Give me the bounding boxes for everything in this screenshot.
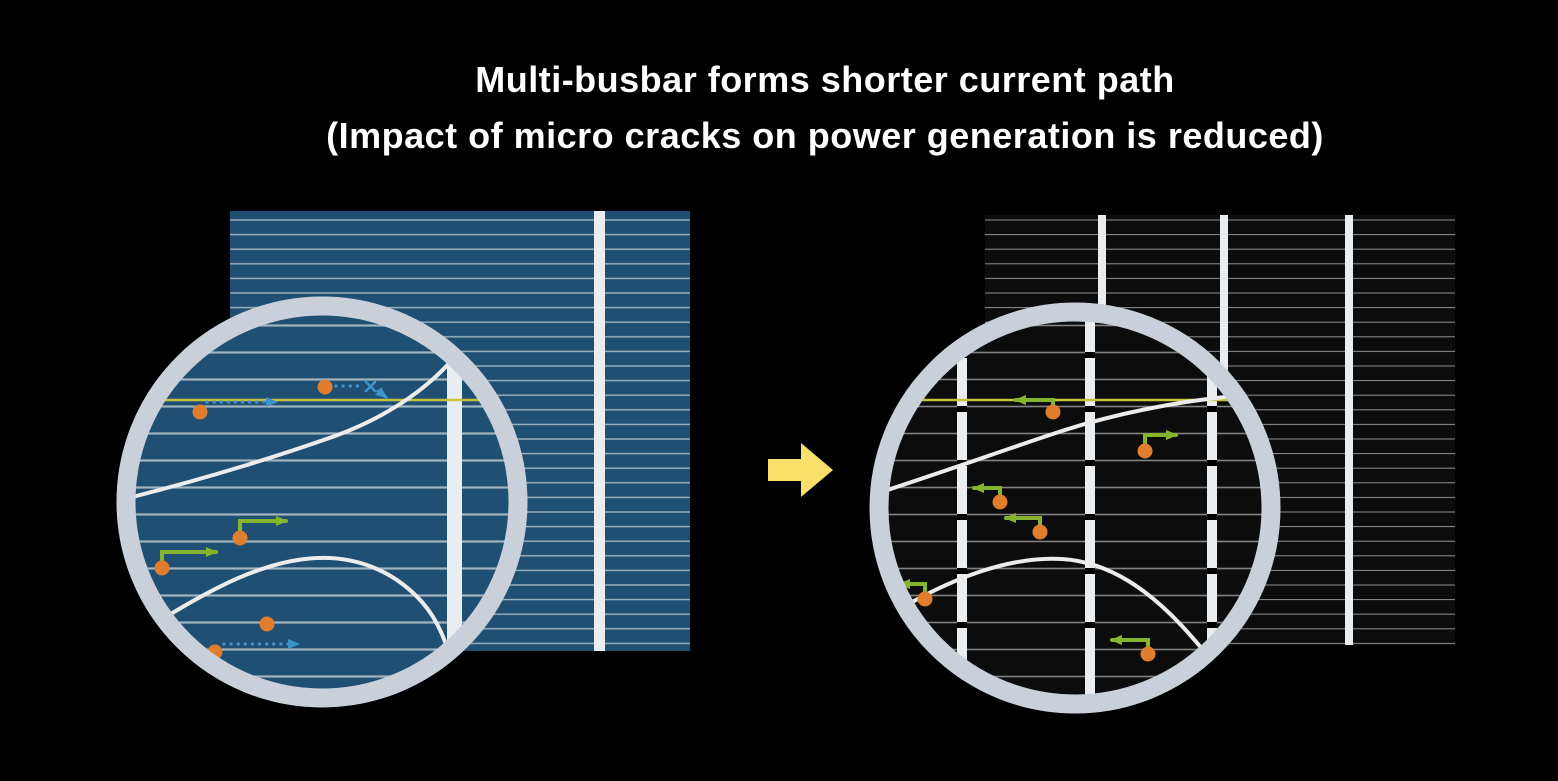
title-line-1: Multi-busbar forms shorter current path bbox=[475, 59, 1175, 100]
right-magnifier bbox=[869, 302, 1281, 714]
right-short-path-arrow-2 bbox=[1137, 430, 1178, 459]
left-magnifier-ring bbox=[116, 296, 528, 708]
right-magnifier-ring bbox=[869, 302, 1281, 714]
left-short-path-arrow-1 bbox=[232, 516, 288, 546]
right-crack-upper bbox=[887, 395, 1227, 497]
left-crack-lower bbox=[134, 556, 454, 670]
blocked-x-icon bbox=[364, 380, 377, 393]
left-blocked-path-arrow bbox=[317, 379, 388, 399]
right-short-path-arrow-1 bbox=[1014, 395, 1061, 420]
transition-arrow-icon bbox=[768, 443, 833, 497]
right-short-path-arrow-5 bbox=[898, 579, 933, 607]
left-short-path-arrow-2 bbox=[154, 547, 218, 576]
right-short-path-arrow-3 bbox=[972, 483, 1008, 510]
left-magnifier bbox=[116, 296, 528, 708]
left-crack-upper bbox=[134, 336, 472, 502]
right-short-path-arrow-6 bbox=[1110, 635, 1156, 662]
figure-title: Multi-busbar forms shorter current path … bbox=[92, 52, 1558, 164]
right-cell-busbar-3 bbox=[1345, 215, 1353, 645]
left-long-path-arrow-1 bbox=[192, 397, 278, 420]
title-line-2: (Impact of micro cracks on power generat… bbox=[326, 114, 1324, 156]
left-cell-busbar bbox=[594, 211, 605, 651]
left-magnifier-busbar bbox=[447, 314, 462, 690]
right-short-path-arrow-4 bbox=[1004, 513, 1048, 540]
right-crack-lower bbox=[888, 556, 1220, 670]
